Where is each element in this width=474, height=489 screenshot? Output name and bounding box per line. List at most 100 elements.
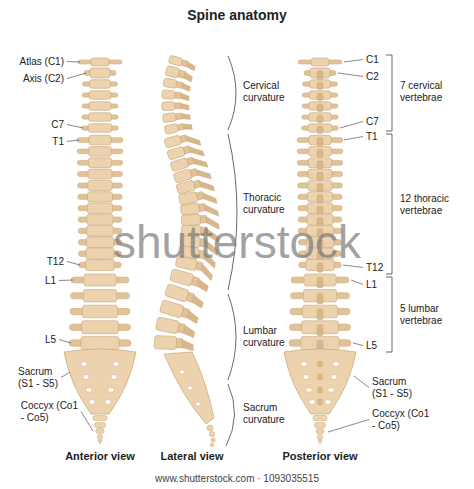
leader-line (340, 122, 363, 129)
coccyx-segment (98, 435, 103, 440)
view-label: Posterior view (282, 450, 357, 462)
leader-line (67, 262, 80, 266)
vertebral-body (311, 58, 329, 66)
vertebra (71, 290, 130, 302)
leader-line (59, 340, 71, 344)
vertebral-body (87, 226, 114, 237)
sacral-crest (318, 374, 323, 380)
vertebral-body (165, 65, 180, 78)
coccyx-segment (95, 423, 106, 428)
vertebra (83, 80, 118, 89)
watermark-url-box: www.shutterstock.com · 1093035515 (155, 473, 319, 485)
vertebra (82, 102, 118, 111)
leader-line (353, 343, 363, 346)
vertebra (297, 135, 343, 146)
vertebra (77, 169, 122, 179)
view-label-box: Anterior view (65, 450, 135, 463)
region-count-label: 5 lumbar vertebrae (400, 303, 442, 326)
sacral-foramen (301, 362, 307, 367)
coccyx-segment (318, 435, 323, 440)
coccyx-segment (313, 416, 327, 421)
vertebral-arch (175, 103, 181, 109)
vertebra (71, 274, 129, 286)
vertebra-label: Axis (C2) (23, 73, 64, 84)
coccyx-segment (93, 416, 107, 421)
vertebra (303, 80, 338, 90)
region-bracket (386, 277, 392, 352)
vertebral-body (155, 317, 179, 334)
vertebra-label: T1 (366, 131, 378, 142)
vertebra (162, 90, 190, 101)
vertebra (298, 192, 343, 204)
leader-line (67, 140, 79, 142)
vertebra-label: C7 (366, 116, 379, 127)
vertebral-body (180, 203, 200, 216)
vertebra (163, 78, 191, 91)
vertebra (302, 102, 338, 112)
vertebral-body (165, 284, 190, 303)
vertebra-label-box: L5 (366, 340, 377, 352)
sacral-foramen (325, 400, 331, 405)
vertebra-label-box: C7 (51, 119, 64, 131)
vertebral-body (162, 113, 176, 123)
region-count-label: 7 cervical vertebrae (400, 80, 442, 103)
sacral-foramen (113, 362, 119, 367)
vertebra (297, 169, 342, 180)
spinous-process (317, 293, 323, 303)
leader-line (351, 280, 363, 285)
vertebra-label: T12 (366, 262, 383, 273)
vertebra (291, 290, 350, 304)
region-label: Sacrum (S1 - S5) (18, 366, 58, 389)
vertebra-label-box: T1 (366, 131, 378, 143)
spinous-process (181, 339, 193, 350)
sacral-foramen (89, 400, 95, 405)
vertebra-label: C2 (366, 71, 379, 82)
vertebra (298, 203, 342, 215)
coccyx-tip (98, 440, 102, 444)
sacral-crest (318, 361, 323, 367)
vertebra (69, 336, 131, 349)
sacral-foramen (331, 375, 337, 380)
curvature-label: Sacrum curvature (243, 402, 285, 425)
view-label: Anterior view (65, 450, 135, 462)
vertebral-body (168, 55, 183, 66)
spinous-process (317, 172, 323, 180)
vertebra (302, 91, 338, 101)
vertebral-body (88, 158, 111, 168)
vertebra-label-box: T1 (52, 136, 64, 148)
curvature-label-box: Cervical curvature (243, 80, 305, 104)
vertebral-body (163, 78, 177, 89)
vertebra-label: L1 (366, 279, 377, 290)
leader-line (81, 412, 93, 432)
region-count-label: 12 thoracic vertebrae (400, 193, 449, 216)
vertebral-body (83, 290, 117, 302)
spinous-process (317, 138, 323, 146)
spinous-process (317, 309, 323, 320)
vertebra-label: T1 (52, 136, 64, 147)
leader-line (67, 61, 80, 63)
coccyx-segment (207, 425, 213, 431)
sacral-foramen (303, 375, 309, 380)
vertebra (82, 113, 119, 122)
spinous-process (317, 126, 323, 133)
vertebral-body (167, 146, 186, 160)
leader-line (344, 137, 363, 141)
watermark: shutterstock (113, 216, 361, 268)
spinous-process (317, 161, 323, 169)
region-bracket (386, 55, 392, 131)
vertebra (70, 321, 131, 334)
vertebra (154, 336, 194, 351)
vertebra (298, 180, 343, 192)
vertebral-body (88, 169, 112, 179)
spinous-process (317, 325, 323, 336)
spinous-process (317, 104, 323, 111)
vertebral-arch (176, 338, 182, 347)
curvature-bracket (226, 384, 235, 446)
vertebral-body (91, 58, 109, 66)
vertebral-body (88, 124, 112, 133)
vertebra (162, 111, 190, 123)
sacrum (164, 352, 214, 424)
vertebral-body (89, 147, 112, 157)
